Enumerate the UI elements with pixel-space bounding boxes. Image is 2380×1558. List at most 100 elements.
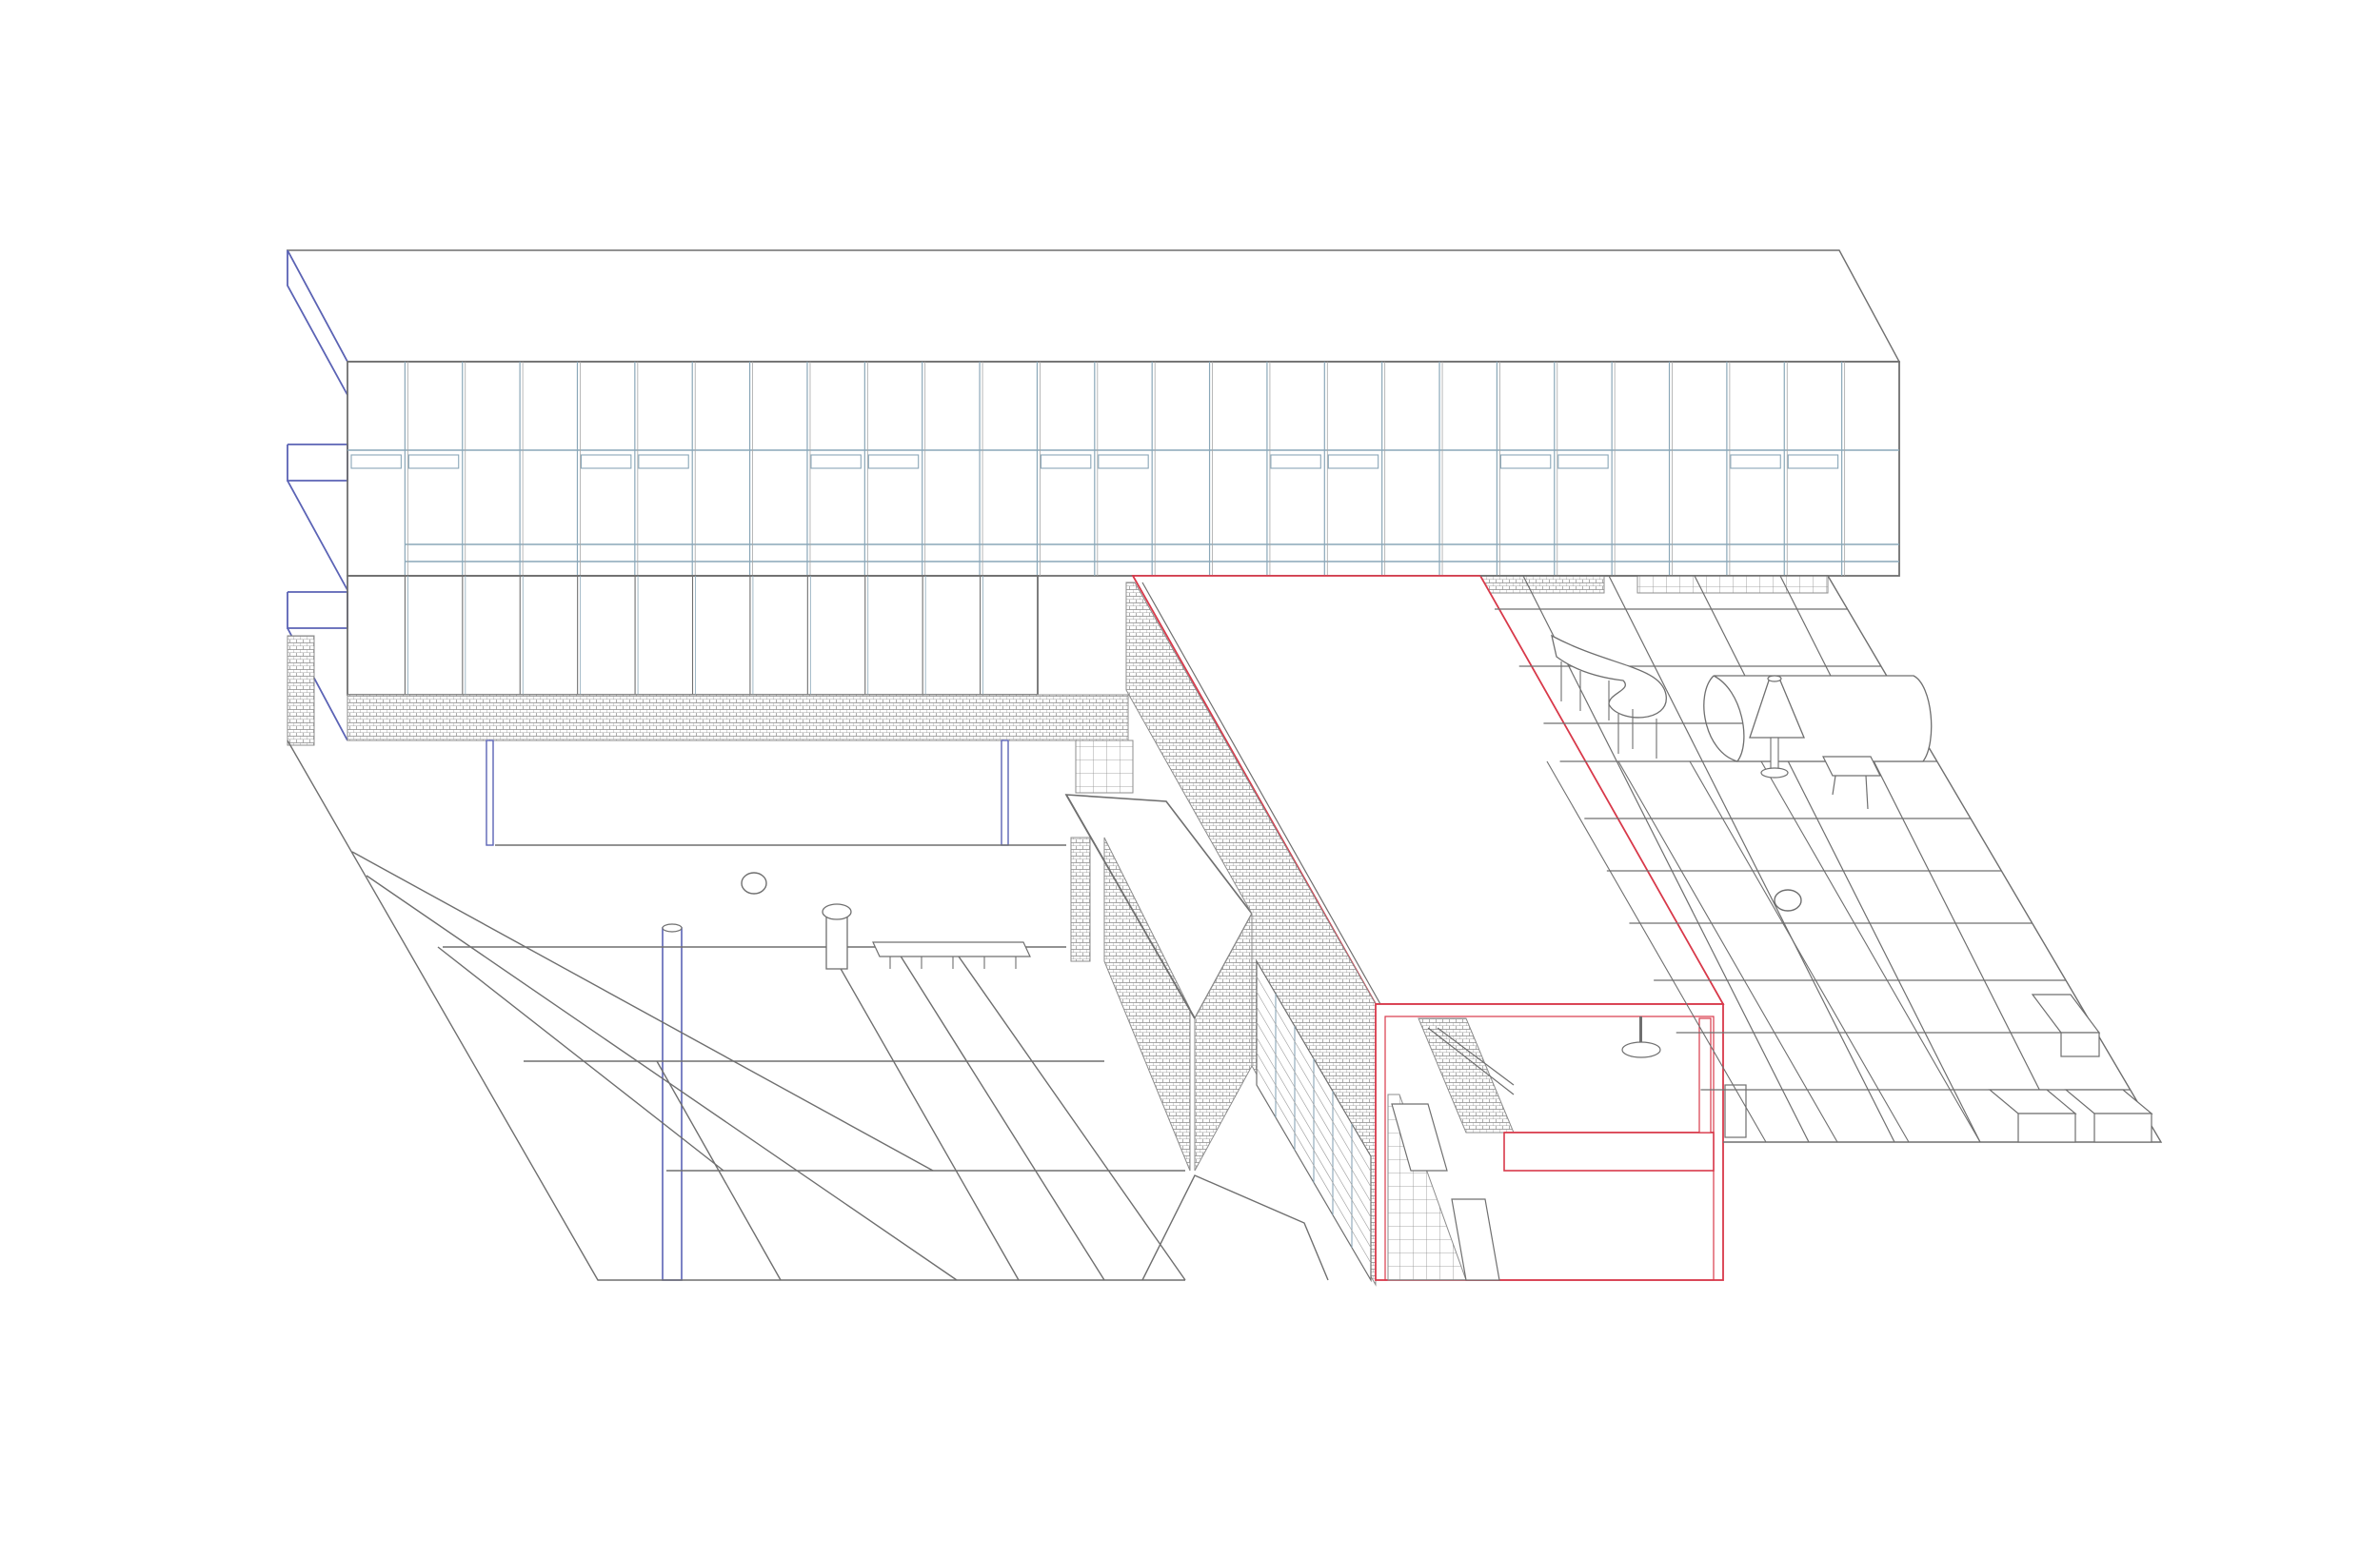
shadow-line-3	[437, 946, 724, 1172]
vent-panel	[1327, 454, 1379, 469]
bin	[822, 903, 852, 970]
barrel-roof	[1713, 675, 1933, 762]
slab-edge-upper	[287, 250, 348, 396]
vent-panel	[1098, 454, 1149, 469]
slab-edge-lower	[287, 591, 348, 629]
vent-panel	[867, 454, 920, 469]
cut-stair-1	[1427, 1027, 1515, 1095]
block-1-side	[2060, 1032, 2100, 1057]
skylight-right	[1774, 889, 1802, 912]
foreground-column-cap	[662, 923, 683, 933]
vent-panel	[407, 454, 460, 469]
courtyard-outline	[287, 740, 1185, 1281]
small-table	[1822, 756, 1881, 810]
bench-left	[872, 941, 1031, 969]
plaza-grid-col	[1522, 575, 1810, 1143]
central-glazing	[1256, 958, 1372, 1283]
curved-bench-top	[1551, 634, 1667, 719]
section-cut-room	[1375, 1003, 1747, 1281]
central-transom	[1256, 1036, 1372, 1233]
central-transom	[1256, 991, 1372, 1188]
paving-diag-2	[894, 946, 1105, 1281]
cut-pendant-lamp	[1621, 1041, 1661, 1058]
paving-diag-3	[951, 946, 1186, 1281]
bin-top	[822, 903, 852, 920]
cut-slab	[1503, 1132, 1715, 1172]
upper-mullions	[404, 362, 1846, 576]
column-1	[486, 740, 494, 846]
shadow-line-2	[366, 875, 958, 1281]
cut-upper-wall	[1698, 1017, 1712, 1134]
central-roof-inner-edge	[1141, 582, 1381, 1005]
barrel-pavilion	[1703, 675, 1933, 762]
vent-panel	[638, 454, 689, 469]
plaza-grid-col-front	[1546, 760, 1767, 1143]
cut-bench	[1391, 1103, 1448, 1172]
slab-edge-middle-diag	[287, 480, 348, 591]
cut-stair-2	[1437, 1027, 1515, 1086]
bin-body	[825, 911, 848, 970]
ground-wedge	[1141, 1174, 1329, 1281]
tile-strip-near-canopy	[1075, 740, 1134, 794]
paving-diag-1	[827, 946, 1020, 1281]
left-brick-pier	[287, 635, 315, 746]
plaza-grid-col-front	[1689, 760, 1910, 1143]
vent-panel	[810, 454, 862, 469]
roof-slab	[286, 249, 1901, 363]
soffit-tile-strip	[1636, 575, 1829, 594]
sculpture-top	[1767, 675, 1782, 682]
upper-facade	[347, 361, 1900, 577]
soffit-brick-strip	[1479, 575, 1605, 594]
lower-mullions	[404, 576, 983, 695]
vent-panel	[580, 454, 632, 469]
entrance-canopy	[1064, 740, 1329, 1281]
vent-panel	[1040, 454, 1092, 469]
lower-facade	[347, 575, 1829, 741]
small-table-leg-1	[1832, 775, 1836, 796]
central-transom	[1256, 1021, 1372, 1218]
vent-panel	[1499, 454, 1552, 469]
block-2-top	[1988, 1089, 2077, 1114]
sculpture	[1749, 675, 1805, 779]
canopy-ridge	[1065, 794, 1196, 1019]
upper-facade-frame	[347, 361, 1900, 577]
sculpture-base	[1760, 767, 1789, 779]
central-transom	[1256, 976, 1372, 1173]
plaza-grid-col	[1694, 575, 1981, 1143]
columns	[486, 740, 1009, 1281]
shadow-line-1	[351, 851, 934, 1172]
plaza-grid	[1495, 575, 2131, 1143]
plaza-grid-col-front	[1617, 760, 1838, 1143]
canopy-brick-wall	[1070, 837, 1091, 962]
vent-panel	[1730, 454, 1781, 469]
curved-bench	[1551, 634, 1667, 759]
cut-pendant-stem	[1639, 1016, 1642, 1045]
block-3-top	[2064, 1089, 2153, 1114]
small-table-top	[1822, 756, 1881, 777]
plaza-grid-col	[1608, 575, 1895, 1143]
roof-top-face	[286, 249, 1901, 363]
barrel-end	[1703, 675, 1738, 762]
sculpture-stem	[1770, 737, 1779, 772]
canopy-side-brick	[1103, 837, 1191, 1172]
vent-panel	[1557, 454, 1609, 469]
vent-panel	[1787, 454, 1839, 469]
foreground-column	[662, 927, 683, 1281]
cut-cabinet	[1451, 1198, 1500, 1281]
skylight-left	[741, 872, 767, 895]
paving-diag-4	[656, 1060, 782, 1281]
block-3-side	[2093, 1113, 2152, 1143]
plaza-grid-col-front	[1760, 760, 1981, 1143]
central-transom	[1256, 1067, 1372, 1264]
plaza-outline	[1480, 575, 2163, 1143]
central-transom	[1256, 1052, 1372, 1249]
small-table-leg-2	[1865, 775, 1869, 810]
right-plaza	[1480, 575, 2163, 1143]
slab-edges	[287, 250, 348, 746]
vent-panel	[1270, 454, 1321, 469]
upper-vents	[350, 454, 1839, 469]
bench-left-top	[872, 941, 1031, 957]
column-2	[1001, 740, 1009, 846]
